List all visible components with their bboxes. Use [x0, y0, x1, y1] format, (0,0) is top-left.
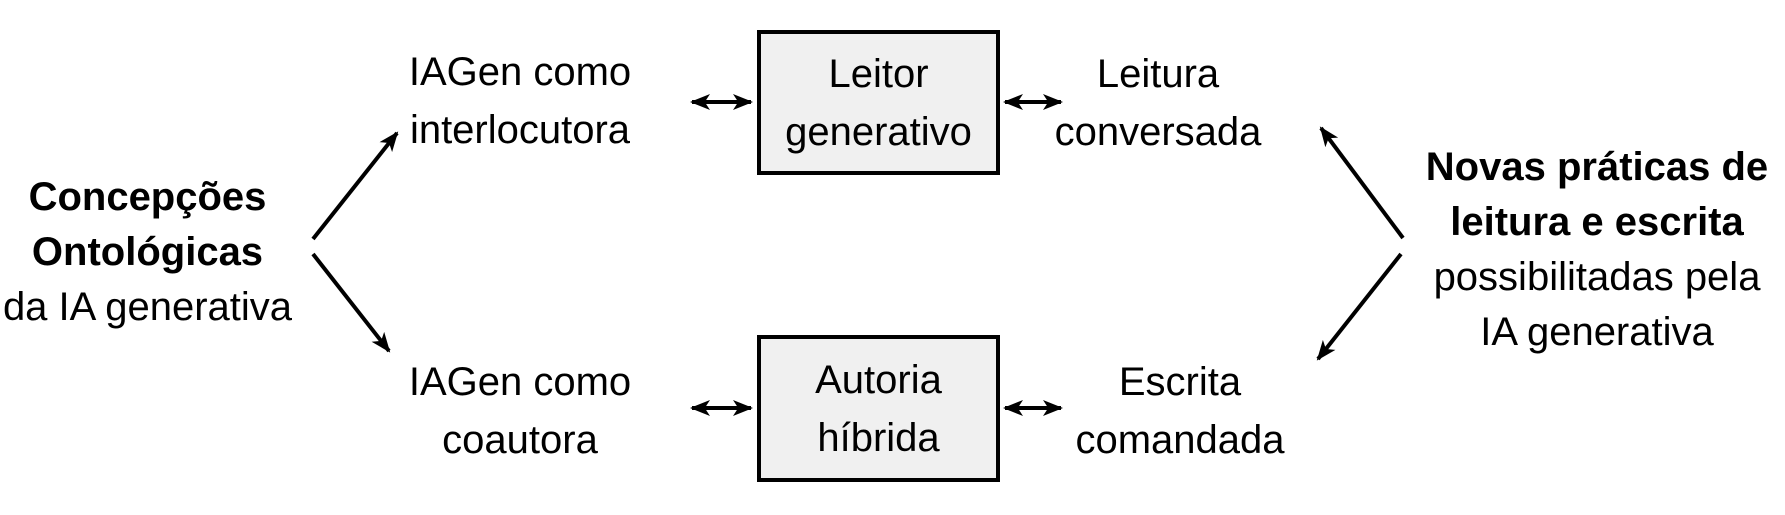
right-hub-line2: leitura e escrita — [1450, 200, 1744, 244]
node-leitor-generativo-line1: Leitor — [828, 51, 929, 96]
node-escrita-comandada-line2: comandada — [1075, 418, 1285, 462]
node-autoria-hibrida-box: Autoria híbrida — [757, 335, 1000, 482]
left-hub-line2: Ontológicas — [31, 230, 264, 274]
node-leitura-conversada-line2: conversada — [1054, 110, 1262, 154]
arrow-lefthub-to-coautora — [311, 252, 391, 353]
node-iagen-interlocutora-line1: IAGen como — [408, 50, 632, 94]
node-leitura-conversada: Leitura conversada — [1008, 45, 1308, 161]
node-autoria-hibrida-line2: híbrida — [817, 415, 940, 460]
right-hub-label: Novas práticas de leitura e escrita poss… — [1407, 140, 1785, 360]
node-iagen-interlocutora-line2: interlocutora — [409, 108, 631, 152]
right-hub-line1: Novas práticas de — [1425, 145, 1769, 189]
left-hub-label: Concepções Ontológicas da IA generativa — [0, 170, 295, 335]
node-leitura-conversada-line1: Leitura — [1096, 52, 1220, 96]
node-escrita-comandada: Escrita comandada — [1030, 353, 1330, 469]
right-hub-line3: possibilitadas pela — [1433, 255, 1761, 299]
node-leitor-generativo-box: Leitor generativo — [757, 30, 1000, 175]
left-hub-line1: Concepções — [28, 175, 267, 219]
arrow-righthub-to-leitura — [1319, 126, 1405, 240]
arrow-righthub-to-escrita — [1316, 252, 1403, 361]
right-hub-line4: IA generativa — [1480, 310, 1714, 354]
node-leitor-generativo-line2: generativo — [785, 109, 972, 154]
node-iagen-coautora: IAGen como coautora — [370, 353, 670, 469]
left-hub-line3: da IA generativa — [2, 285, 293, 329]
node-iagen-interlocutora: IAGen como interlocutora — [370, 43, 670, 159]
node-iagen-coautora-line1: IAGen como — [408, 360, 632, 404]
node-iagen-coautora-line2: coautora — [442, 418, 598, 462]
arrow-lefthub-to-interlocutora — [311, 131, 399, 241]
node-autoria-hibrida-line1: Autoria — [815, 357, 942, 402]
node-escrita-comandada-line1: Escrita — [1118, 360, 1242, 404]
